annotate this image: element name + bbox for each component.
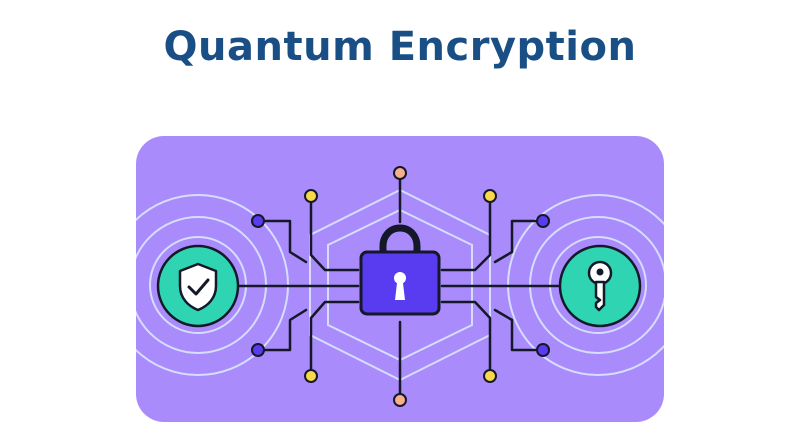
key-badge — [558, 244, 642, 328]
padlock-shackle — [379, 224, 421, 256]
keyhole-icon — [394, 272, 406, 300]
shield-check-badge — [156, 244, 240, 328]
node-purple-bottom-left — [251, 343, 265, 357]
node-yellow-top-right — [483, 189, 497, 203]
padlock — [359, 224, 441, 316]
shield-check-icon — [178, 262, 218, 312]
node-purple-bottom-right — [536, 343, 550, 357]
page-title: Quantum Encryption — [163, 24, 637, 70]
key-icon — [587, 260, 613, 312]
node-yellow-bottom-left — [304, 369, 318, 383]
node-purple-top-right — [536, 214, 550, 228]
node-yellow-bottom-right — [483, 369, 497, 383]
node-yellow-top-left — [304, 189, 318, 203]
node-purple-top-left — [251, 214, 265, 228]
circuit-wires — [236, 176, 564, 397]
node-peach-top — [393, 166, 407, 180]
node-peach-bottom — [393, 393, 407, 407]
